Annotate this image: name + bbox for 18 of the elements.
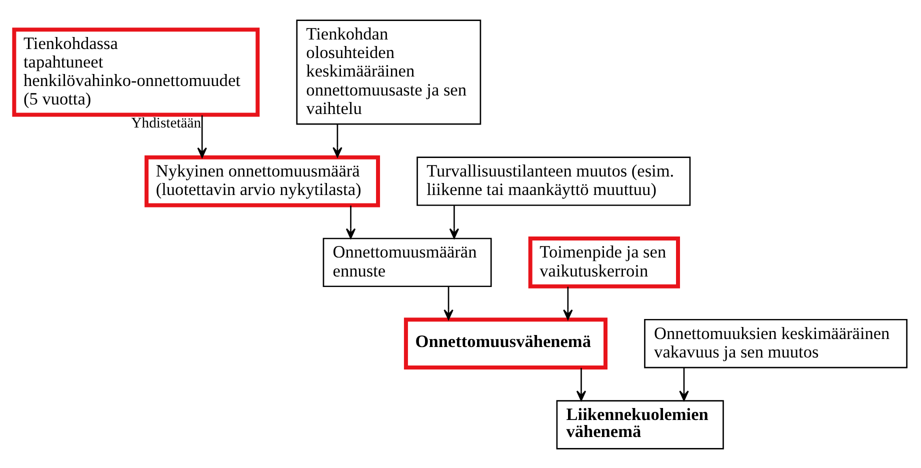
node-box: Turvallisuustilanteen muutos (esim. liikenne tai maankäyttö muuttuu) <box>416 156 691 206</box>
arrow <box>444 286 454 320</box>
node-box: Tienkohdassa tapahtuneet henkilövahinko-onnettomuudet (5 vuotta) <box>12 27 260 116</box>
node-box: Onnettomuusmäärän ennuste <box>322 237 492 287</box>
arrow <box>197 114 207 158</box>
node-box: Onnettomuuksien keskimääräinen vakavuus ja sen muutos <box>644 318 908 368</box>
arrow <box>449 205 460 238</box>
arrow <box>332 124 342 158</box>
edge-label: Yhdistetään <box>131 114 202 131</box>
node-box: Liikennekuolemien vähenemä <box>556 400 724 449</box>
arrow <box>563 286 573 320</box>
node-box: Tienkohdan olosuhteiden keskimääräinen onnettomuusaste ja sen vaihtelu <box>296 19 482 124</box>
node-box: Onnettomuusvähenemä <box>404 317 608 370</box>
node-box: Nykyinen onnettomuusmäärä (luotettavin arvio nykytilasta) <box>144 154 380 207</box>
arrow <box>346 205 356 238</box>
node-box: Toimenpide ja sen vaikutuskerroin <box>528 236 680 288</box>
arrow <box>576 367 586 401</box>
arrow <box>679 367 689 401</box>
